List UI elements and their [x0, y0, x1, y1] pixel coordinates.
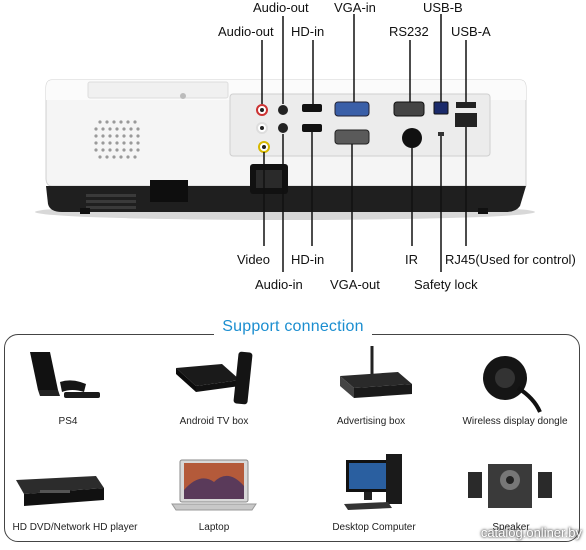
label-vga-in: VGA-in [334, 0, 376, 15]
android-tv-box-icon [176, 351, 253, 405]
laptop-icon [171, 459, 257, 511]
device-label-desktop-computer: Desktop Computer [332, 522, 416, 533]
device-label-wireless-dongle: Wireless display dongle [462, 416, 568, 427]
device-label-android-tv-box: Android TV box [179, 416, 249, 427]
desktop-computer-icon [344, 454, 402, 510]
watermark: catalog.onliner.by [480, 525, 582, 540]
label-usb-a: USB-A [451, 24, 491, 39]
device-label-advertising-box: Advertising box [336, 416, 406, 427]
label-safety-lock: Safety lock [414, 277, 478, 292]
label-usb-b: USB-B [423, 0, 463, 15]
dvd-player-icon [16, 476, 104, 506]
support-title-text: Support connection [214, 318, 372, 335]
speaker-icon [468, 464, 552, 508]
wireless-dongle-icon [483, 356, 542, 413]
device-label-dvd-player: HD DVD/Network HD player [12, 522, 138, 533]
label-rj45: RJ45(Used for control) [445, 252, 576, 267]
label-rs232: RS232 [389, 24, 429, 39]
label-ir: IR [405, 252, 418, 267]
label-audio-out: Audio-out [218, 24, 274, 39]
label-hd-in-top: HD-in [291, 24, 325, 39]
device-label-speaker: Speaker [492, 522, 530, 533]
label-vga-out: VGA-out [330, 277, 380, 292]
label-hd-in-bottom: HD-in [291, 252, 325, 267]
label-audio-in: Audio-in [255, 277, 303, 292]
device-label-laptop: Laptop [198, 522, 230, 533]
advertising-box-icon [340, 346, 412, 398]
device-icons [16, 346, 552, 511]
device-label-ps4: PS4 [58, 416, 78, 427]
support-connection-title: Support connection [0, 318, 586, 336]
label-video: Video [237, 252, 271, 267]
ps4-console-icon [30, 352, 100, 398]
label-audio-out-top: Audio-out [253, 0, 309, 15]
projector-rear-panel [35, 14, 535, 272]
